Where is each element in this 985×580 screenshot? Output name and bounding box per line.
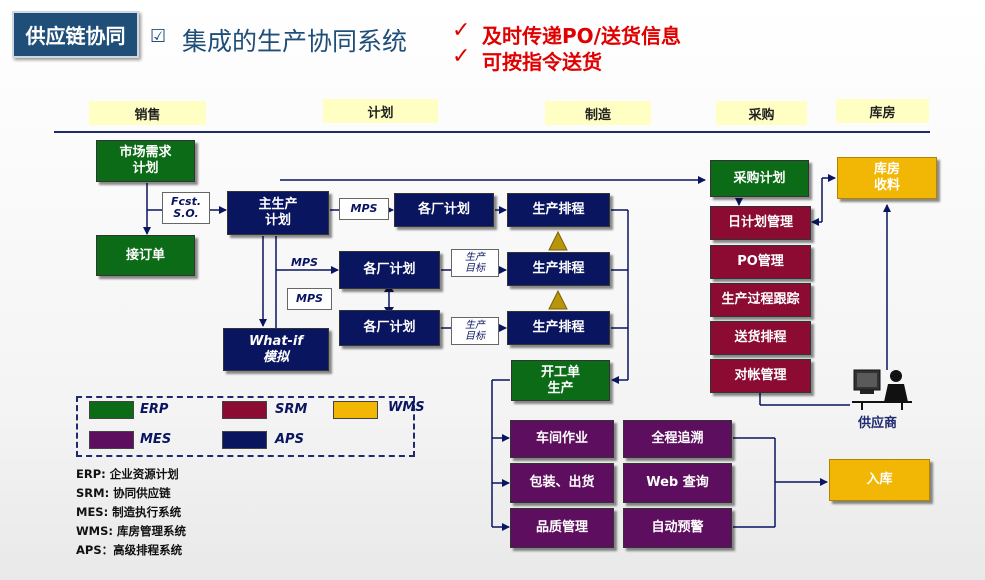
mps-tag-1: MPS xyxy=(339,198,389,220)
checkbox-icon: ☑ xyxy=(150,26,167,47)
stage-purchasing: 采购 xyxy=(716,101,807,125)
legend-label-aps: APS xyxy=(275,432,304,447)
supplier-label: 供应商 xyxy=(858,416,898,431)
fcst-so-tag: Fcst. S.O. xyxy=(162,192,210,224)
stage-planning: 计划 xyxy=(323,99,438,123)
stage-manufacturing: 制造 xyxy=(545,101,651,125)
bullet-text-2: 可按指令送货 xyxy=(482,50,602,74)
web-query-node: Web 查询 xyxy=(623,463,732,503)
legend xyxy=(76,396,415,457)
production-schedule-node-2: 生产排程 xyxy=(507,252,610,286)
bullet-text-1: 及时传递PO/送货信息 xyxy=(482,24,681,48)
bullet-check-icon-1: ✓ xyxy=(452,18,471,43)
legend-swatch-erp xyxy=(89,401,134,419)
abbr-aps: APS：高级排程系统 xyxy=(76,543,183,557)
legend-swatch-srm xyxy=(222,401,267,419)
legend-swatch-wms xyxy=(333,401,378,419)
packing-shipping-node: 包装、出货 xyxy=(510,463,614,503)
page-title: 集成的生产协同系统 xyxy=(182,27,408,56)
plant-plan-node-1: 各厂计划 xyxy=(394,193,494,227)
header-badge-text: 供应链协同 xyxy=(25,24,126,48)
legend-swatch-aps xyxy=(222,431,267,449)
abbr-wms: WMS: 库房管理系统 xyxy=(76,524,187,538)
abbr-srm: SRM: 协同供应链 xyxy=(76,486,171,500)
work-order-node: 开工单 生产 xyxy=(511,360,610,401)
process-tracking-node: 生产过程跟踪 xyxy=(710,283,811,317)
po-management-node: PO管理 xyxy=(710,245,811,279)
abbr-mes: MES: 制造执行系统 xyxy=(76,505,182,519)
what-if-simulation-node: What-if 模拟 xyxy=(223,328,329,371)
abbr-erp: ERP: 企业资源计划 xyxy=(76,467,179,481)
legend-label-mes: MES xyxy=(140,432,172,447)
legend-swatch-mes xyxy=(89,431,134,449)
delivery-scheduling-node: 送货排程 xyxy=(710,321,811,355)
warehouse-receiving-node: 库房 收料 xyxy=(837,157,937,199)
legend-label-wms: WMS xyxy=(388,400,425,415)
production-schedule-node-3: 生产排程 xyxy=(507,311,610,345)
stage-divider xyxy=(54,131,930,133)
header-badge: 供应链协同 xyxy=(12,11,139,58)
shop-floor-node: 车间作业 xyxy=(510,420,614,458)
stage-sales: 销售 xyxy=(89,101,206,125)
bullet-check-icon-2: ✓ xyxy=(452,44,471,69)
reconciliation-node: 对帐管理 xyxy=(710,359,811,393)
master-production-plan-node: 主生产 计划 xyxy=(227,191,329,235)
market-demand-plan-node: 市场需求 计划 xyxy=(96,140,195,182)
production-target-tag-1: 生产 目标 xyxy=(451,249,499,277)
order-intake-node: 接订单 xyxy=(96,235,195,276)
full-traceability-node: 全程追溯 xyxy=(623,420,732,458)
stage-warehouse: 库房 xyxy=(836,99,929,123)
production-target-tag-2: 生产 目标 xyxy=(451,317,499,345)
supplier-person-icon xyxy=(852,369,912,410)
mps-tag-2: MPS xyxy=(291,256,318,269)
production-schedule-node-1: 生产排程 xyxy=(507,193,610,227)
quality-management-node: 品质管理 xyxy=(510,508,614,548)
plant-plan-node-3: 各厂计划 xyxy=(339,310,440,346)
purchase-plan-node: 采购计划 xyxy=(710,160,809,197)
plant-plan-node-2: 各厂计划 xyxy=(339,251,440,289)
daily-plan-management-node: 日计划管理 xyxy=(710,206,811,240)
inbound-storage-node: 入库 xyxy=(829,459,930,501)
legend-label-srm: SRM xyxy=(275,402,308,417)
legend-label-erp: ERP xyxy=(140,402,169,417)
mps-tag-3: MPS xyxy=(287,288,332,310)
auto-alert-node: 自动预警 xyxy=(623,508,732,548)
